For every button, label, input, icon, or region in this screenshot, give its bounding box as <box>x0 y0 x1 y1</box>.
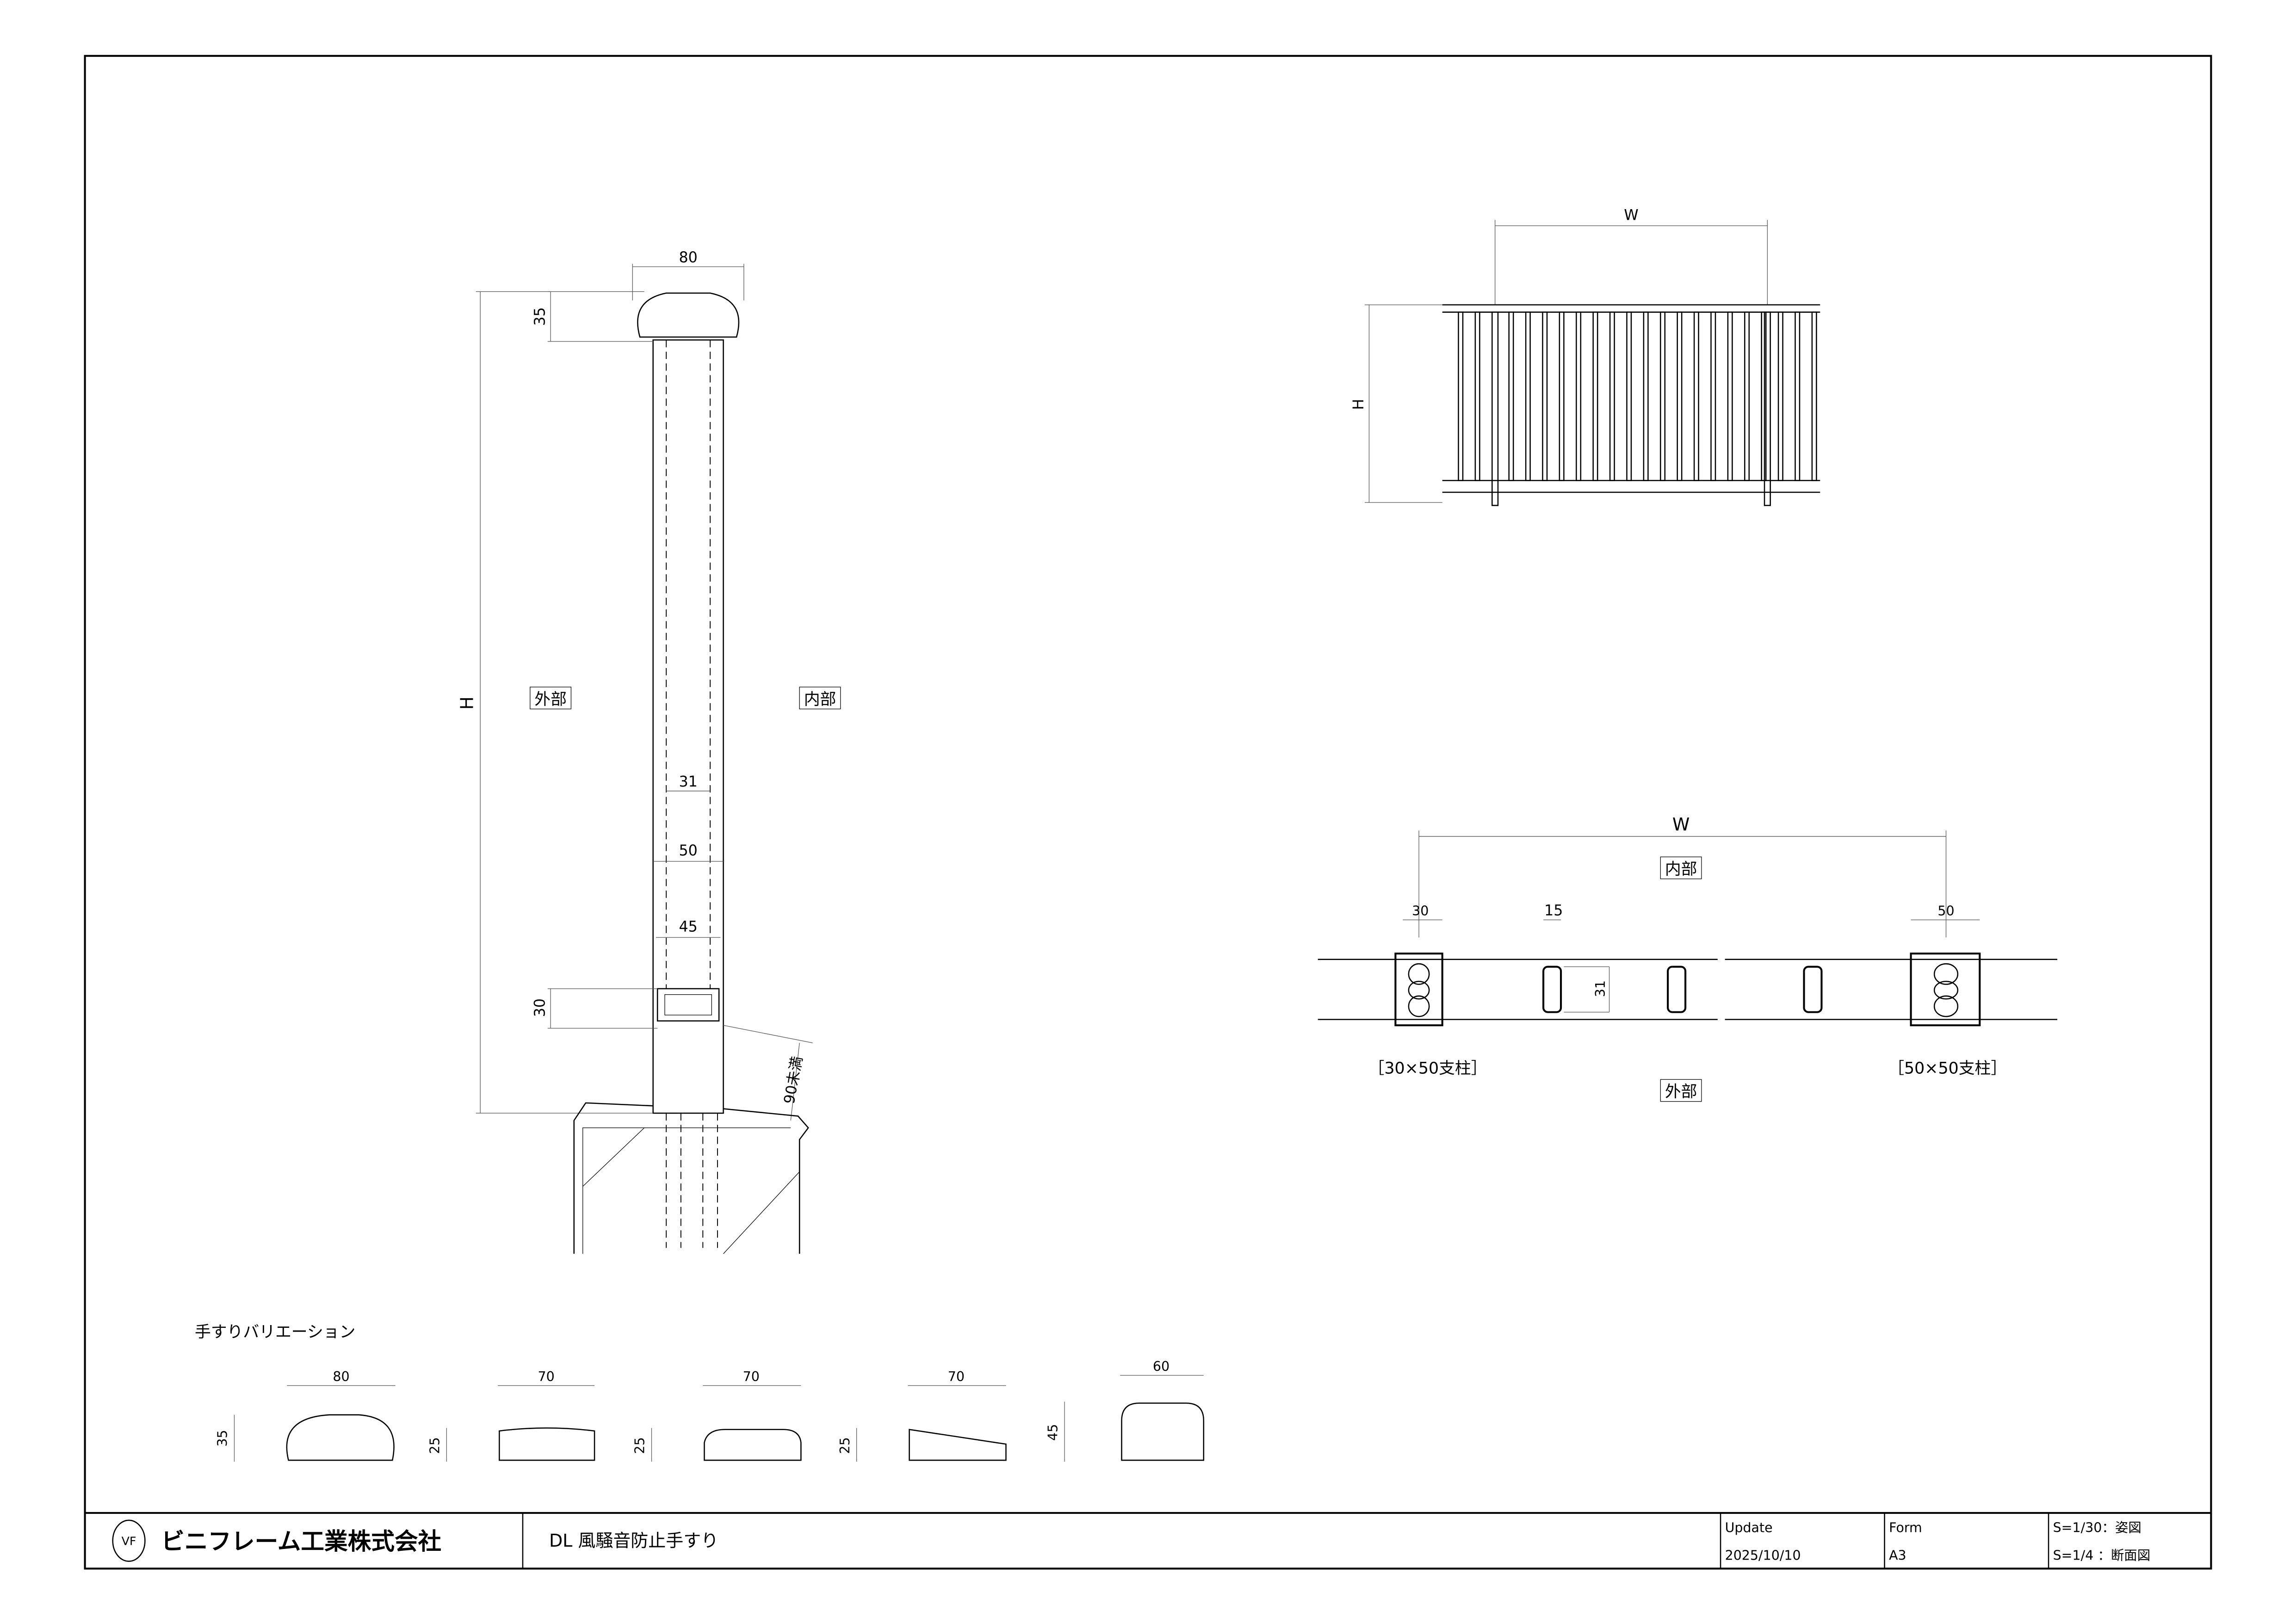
update-value: 2025/10/10 <box>1725 1548 1801 1563</box>
dim-overall-height: H <box>457 696 477 710</box>
variation-2-profile <box>499 1427 595 1461</box>
logo-mark: VF <box>122 1534 136 1548</box>
baluster <box>1626 311 1632 481</box>
post-a-label: ［30×50支柱］ <box>1368 1059 1487 1078</box>
baluster <box>1458 311 1464 481</box>
variation-1-height: 35 <box>215 1430 230 1447</box>
variation-2-height: 25 <box>427 1437 443 1454</box>
dim-31: 31 <box>679 774 698 790</box>
baluster <box>1542 966 1562 1013</box>
label-inside: 内部 <box>804 690 836 709</box>
variation-3-height: 25 <box>632 1437 648 1454</box>
baluster <box>1643 311 1649 481</box>
dim-30: 30 <box>532 998 548 1017</box>
baluster <box>1525 311 1531 481</box>
form-label: Form <box>1889 1520 1922 1535</box>
variation-4-profile <box>909 1429 1007 1461</box>
dim-baluster: 15 <box>1544 903 1563 919</box>
company-name: ビニフレーム工業株式会社 <box>161 1528 441 1555</box>
baluster <box>1609 311 1615 481</box>
dim-50: 50 <box>679 842 698 859</box>
post-30x50 <box>1394 952 1443 1027</box>
baluster <box>1811 311 1817 481</box>
scale-elevation: S=1/30：姿図 <box>2053 1520 2141 1535</box>
handrail-variations: 手すりバリエーション 80 35 70 25 70 25 70 25 60 45 <box>195 1323 1205 1462</box>
variation-1-width: 80 <box>333 1369 349 1384</box>
bracket <box>656 988 720 1022</box>
post-50x50 <box>1910 952 1981 1027</box>
label-outside: 外部 <box>534 690 567 709</box>
dim-cap-height: 35 <box>532 307 548 326</box>
variation-1-profile <box>286 1414 395 1461</box>
variation-5-height: 45 <box>1045 1424 1060 1441</box>
label-outside: 外部 <box>1665 1083 1697 1101</box>
dim-width: W <box>1672 814 1690 835</box>
dim-post-b: 50 <box>1937 904 1954 919</box>
scale-section: S=1/4 ：断面図 <box>2053 1548 2151 1563</box>
company-logo-icon <box>112 1519 146 1562</box>
baluster <box>1677 311 1683 481</box>
variations-title: 手すりバリエーション <box>195 1323 355 1341</box>
baluster <box>1508 311 1514 481</box>
post <box>652 339 724 1114</box>
post-b-label: ［50×50支柱］ <box>1888 1059 2007 1078</box>
sheet-border <box>84 55 2212 1570</box>
variation-5-profile <box>1121 1402 1205 1461</box>
baluster <box>1710 311 1716 481</box>
baluster <box>1474 311 1480 481</box>
plan-view: W 内部 外部 30 15 31 50 ［30×50支柱］ ［50×50支柱］ <box>1318 814 2058 1102</box>
title-block: VF ビニフレーム工業株式会社 DL 風騒音防止手すり Update 2025/… <box>85 1512 2211 1569</box>
baluster <box>1777 311 1783 481</box>
dim-width: W <box>1624 207 1638 223</box>
baluster <box>1660 311 1666 481</box>
variation-3-profile <box>704 1429 802 1461</box>
update-label: Update <box>1725 1520 1773 1535</box>
variation-4-height: 25 <box>837 1437 853 1454</box>
handrail-cap <box>637 292 740 338</box>
baluster <box>1667 966 1687 1013</box>
drawing-title: DL 風騒音防止手すり <box>549 1530 718 1551</box>
concrete-slab <box>573 1102 809 1254</box>
dim-baluster-depth: 31 <box>1593 980 1608 997</box>
section-view: 80 35 H 外部 内部 31 50 45 30 90未満 <box>457 249 841 1254</box>
label-inside: 内部 <box>1665 860 1697 879</box>
baluster <box>1693 311 1699 481</box>
dim-height: H <box>1350 399 1367 410</box>
dim-top-width: 80 <box>679 249 698 266</box>
baluster <box>1592 311 1598 481</box>
embed-note: 90未満 <box>781 1055 805 1105</box>
variation-4-width: 70 <box>948 1369 965 1384</box>
elevation-view: W H <box>1350 207 1820 506</box>
dim-45: 45 <box>679 919 698 935</box>
baluster <box>1559 311 1565 481</box>
baluster <box>1803 966 1823 1013</box>
baluster <box>1727 311 1733 481</box>
baluster <box>1795 311 1801 481</box>
variation-3-width: 70 <box>743 1369 760 1384</box>
baluster <box>1761 311 1767 481</box>
baluster <box>1542 311 1548 481</box>
form-value: A3 <box>1889 1548 1906 1563</box>
variation-5-width: 60 <box>1153 1359 1170 1374</box>
baluster <box>1576 311 1582 481</box>
baluster <box>1744 311 1750 481</box>
dim-post-a: 30 <box>1412 904 1429 919</box>
variation-2-width: 70 <box>538 1369 554 1384</box>
